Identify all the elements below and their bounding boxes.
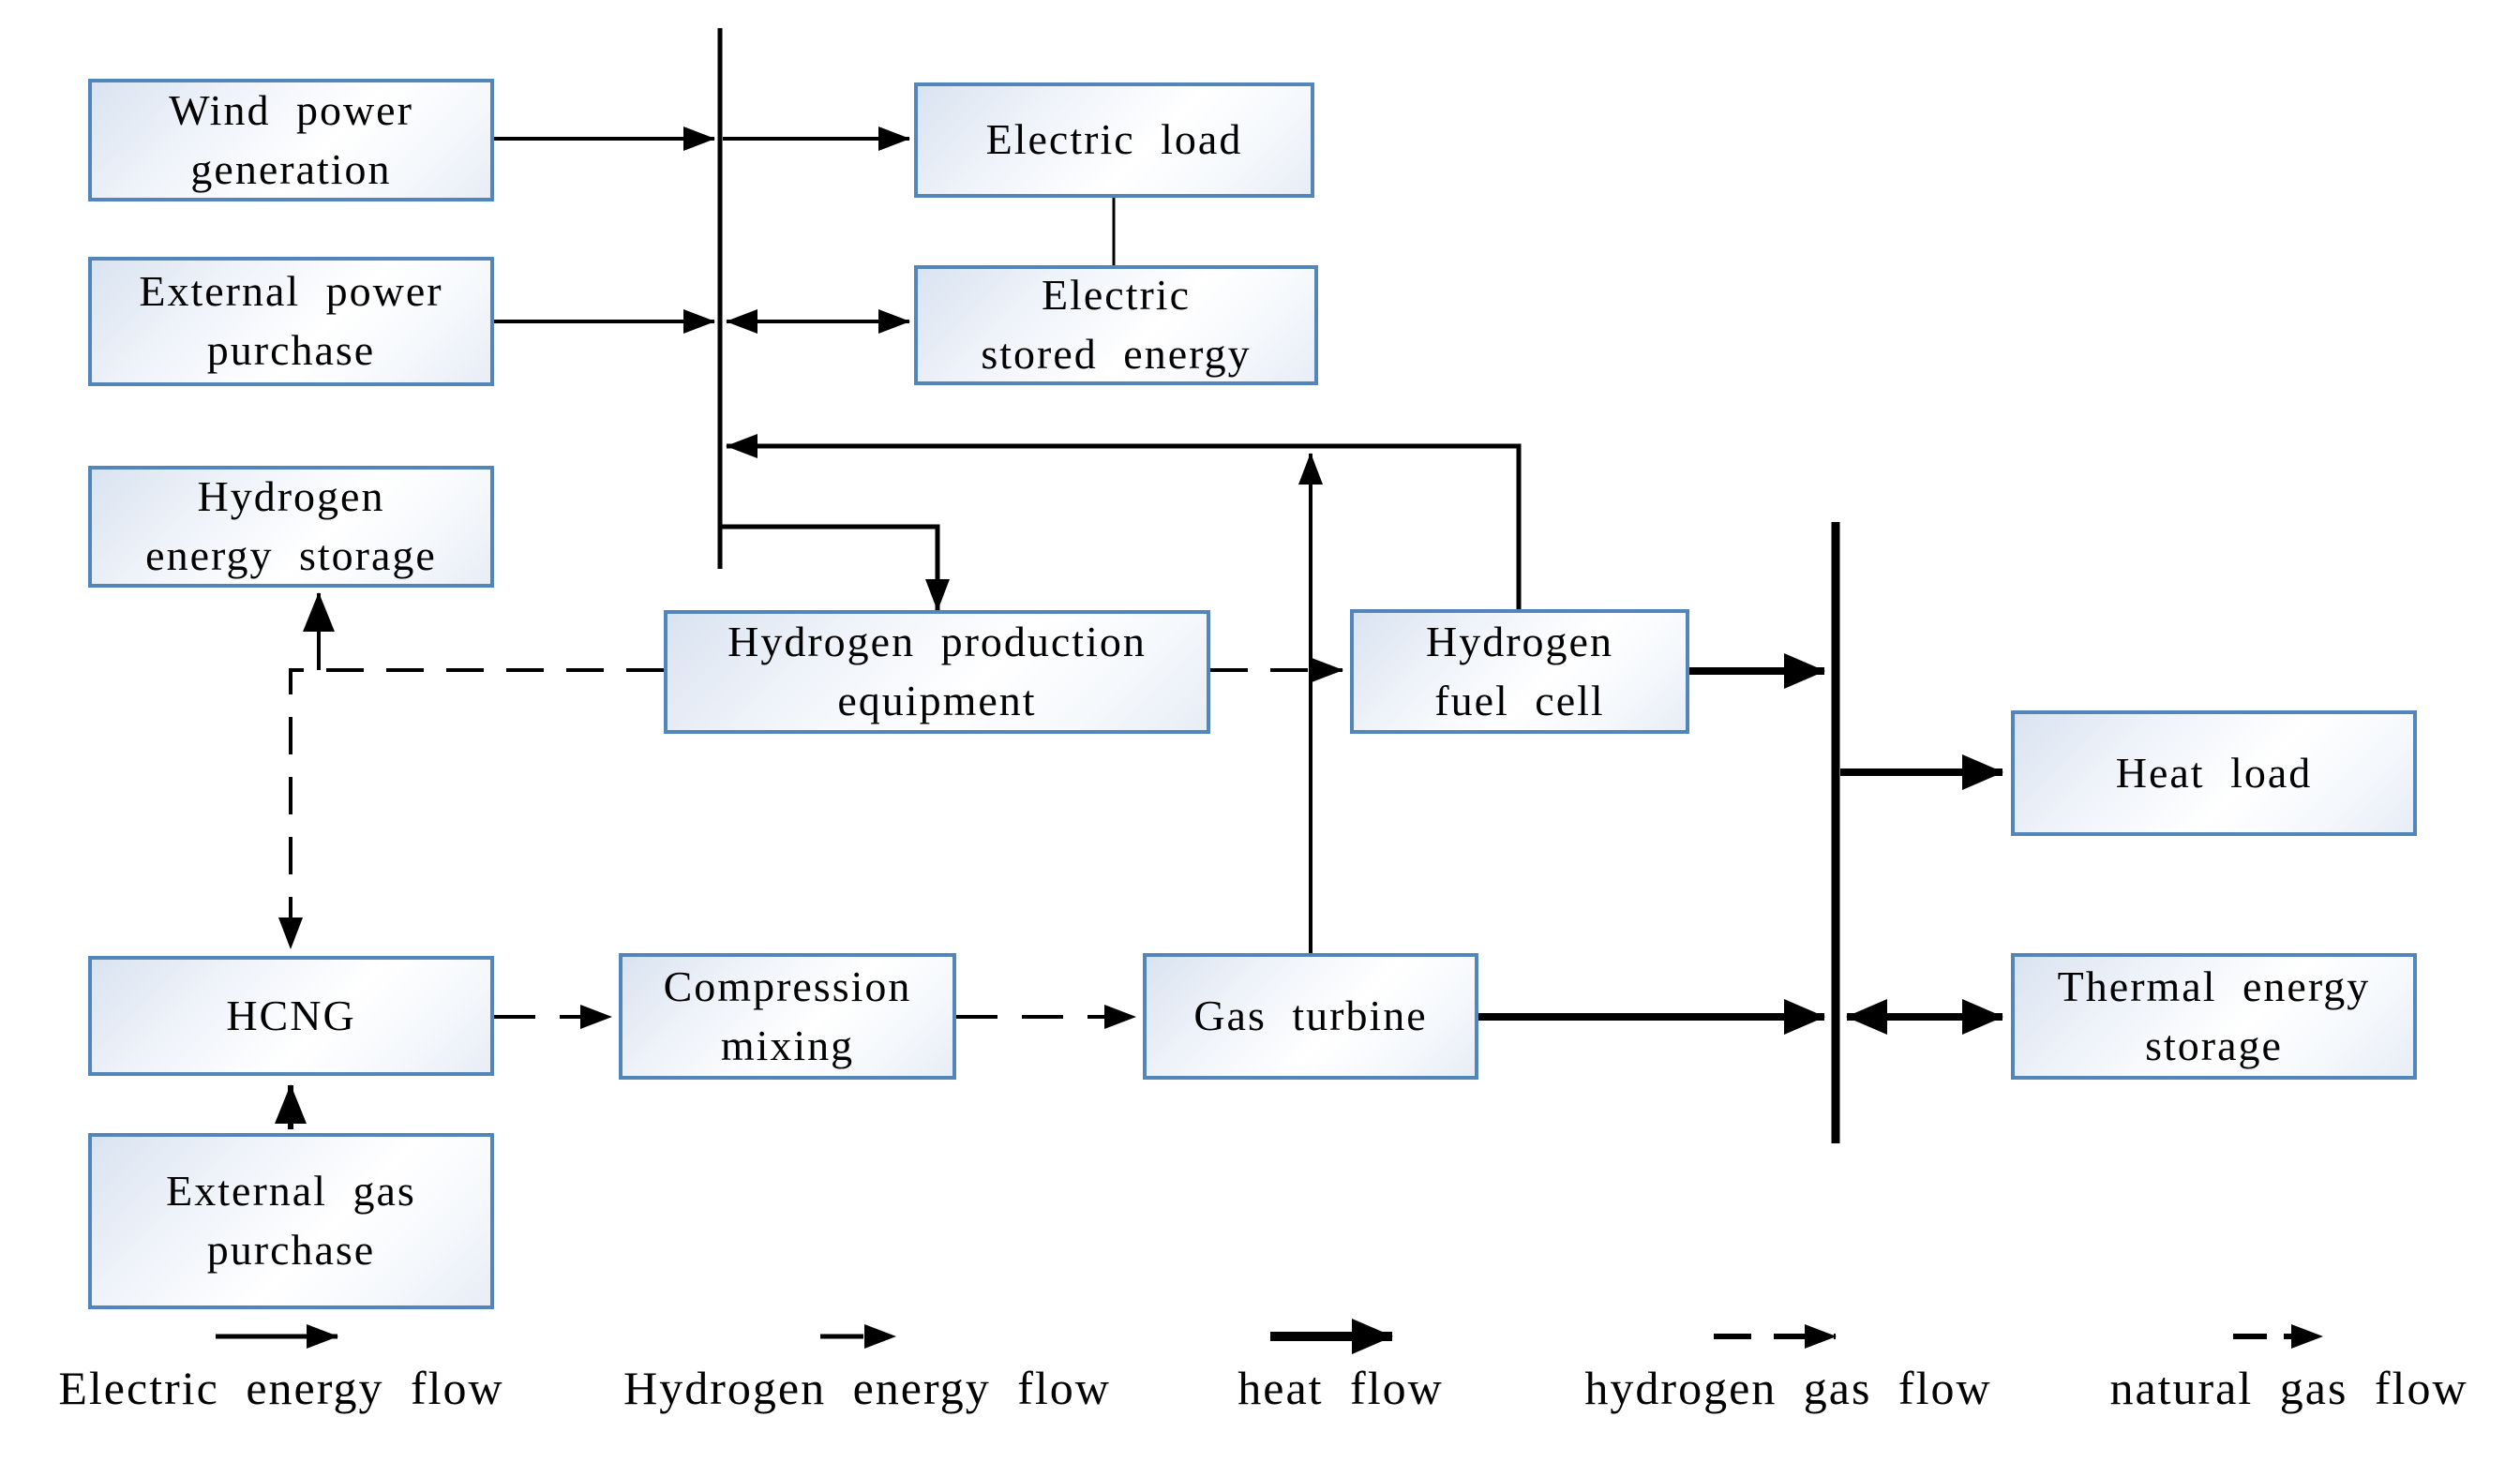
node-label: Thermal energy storage: [2057, 962, 2371, 1069]
thin-solid-arrow-icon: [216, 1324, 338, 1349]
node-label: Gas turbine: [1193, 992, 1428, 1040]
node-external-power-purchase: External power purchase: [88, 257, 494, 386]
legend-item-hydrogen-gas-flow: hydrogen gas flow: [1552, 1314, 2025, 1415]
node-wind-power-generation: Wind power generation: [88, 79, 494, 201]
legend-label: Electric energy flow: [58, 1362, 504, 1414]
flow-hydrogen-production-to-hcng: [278, 668, 664, 949]
node-label: Hydrogen fuel cell: [1426, 617, 1613, 724]
legend-item-heat-flow: heat flow: [1200, 1314, 1481, 1415]
thin-dash-arrow-icon: [820, 1324, 896, 1349]
node-label: Hydrogen energy storage: [145, 472, 437, 579]
node-label: External gas purchase: [166, 1167, 416, 1274]
node-electric-stored-energy: Electric stored energy: [914, 265, 1318, 385]
legend-label: natural gas flow: [2109, 1362, 2468, 1414]
node-hydrogen-production-equipment: Hydrogen production equipment: [664, 610, 1210, 734]
node-label: Compression mixing: [663, 962, 912, 1069]
node-label: Wind power generation: [169, 85, 413, 193]
node-label: Hydrogen production equipment: [728, 618, 1147, 724]
node-label: Electric stored energy: [981, 271, 1252, 378]
dash-dot-arrow-icon: [2232, 1324, 2323, 1349]
node-gas-turbine: Gas turbine: [1143, 953, 1478, 1080]
node-hydrogen-fuel-cell: Hydrogen fuel cell: [1350, 609, 1689, 734]
flow-bus-to-hydrogen-production: [720, 524, 950, 611]
legend-item-natural-gas-flow: natural gas flow: [2058, 1314, 2520, 1415]
flow-fuel-cell-to-bus: [726, 434, 1522, 609]
legend-label: Hydrogen energy flow: [623, 1362, 1111, 1414]
node-label: Heat load: [2115, 748, 2313, 797]
node-heat-load: Heat load: [2011, 710, 2417, 836]
legend-label: hydrogen gas flow: [1584, 1362, 1992, 1414]
node-electric-load: Electric load: [914, 82, 1314, 198]
legend-item-hydrogen-energy-flow: Hydrogen energy flow: [591, 1314, 1144, 1415]
node-external-gas-purchase: External gas purchase: [88, 1133, 494, 1309]
thick-solid-arrow-icon: [1270, 1319, 1393, 1354]
node-hydrogen-energy-storage: Hydrogen energy storage: [88, 466, 494, 588]
node-label: External power purchase: [139, 267, 443, 374]
dashed-arrow-icon: [1713, 1324, 1837, 1349]
node-compression-mixing: Compression mixing: [619, 953, 956, 1080]
node-label: HCNG: [226, 991, 356, 1039]
node-hcng: HCNG: [88, 956, 494, 1076]
node-label: Electric load: [985, 115, 1243, 164]
node-thermal-energy-storage: Thermal energy storage: [2011, 953, 2417, 1080]
legend-item-electric-energy-flow: Electric energy flow: [0, 1314, 562, 1415]
legend-label: heat flow: [1238, 1362, 1444, 1414]
